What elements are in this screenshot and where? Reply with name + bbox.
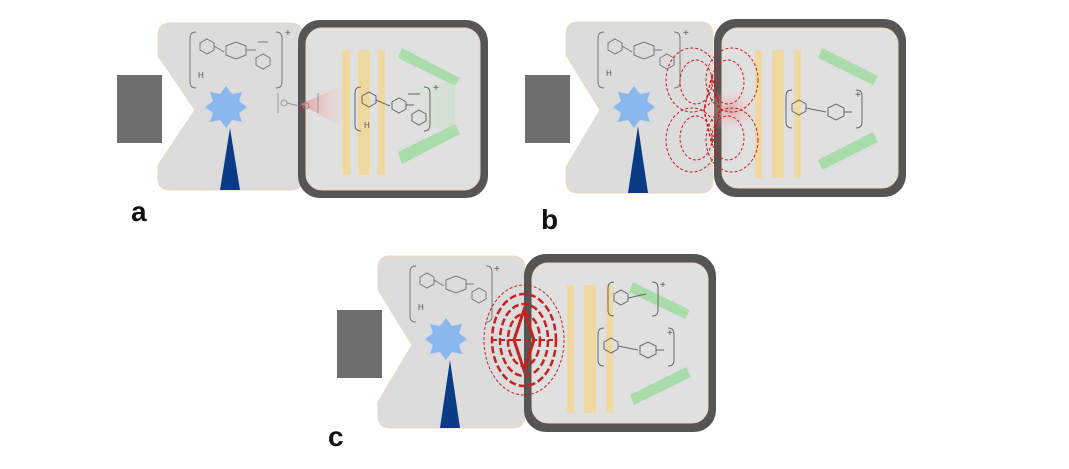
panel-b: H + + b <box>525 19 906 235</box>
field-lines <box>665 47 759 173</box>
lens-bar <box>567 285 574 413</box>
panel-label-b: b <box>541 204 559 235</box>
lens-bar <box>755 50 762 178</box>
panel-label-a: a <box>131 196 147 227</box>
panel-a-diagram: H + H <box>117 20 488 198</box>
source-molecule <box>597 31 681 89</box>
ion-probe <box>117 75 162 143</box>
needle-icon <box>220 128 240 190</box>
spray-star-icon <box>613 86 655 128</box>
panel-a: H + H <box>0 0 520 240</box>
svg-text:+: + <box>433 83 439 94</box>
panel-label-c: c <box>328 421 344 452</box>
source-molecule <box>189 31 283 89</box>
detector-plate <box>398 124 460 164</box>
svg-text:+: + <box>285 28 291 39</box>
mass-analyzer-chamber <box>531 262 709 424</box>
detector-plate <box>629 282 690 319</box>
svg-text:H: H <box>364 121 370 130</box>
panel-b-diagram: H + + <box>525 19 906 197</box>
lens-bar <box>584 285 596 413</box>
svg-text:+: + <box>855 90 861 101</box>
ion-probe <box>525 75 570 143</box>
detector-plate <box>818 132 878 170</box>
ion-beam <box>300 85 345 128</box>
svg-text:H: H <box>418 303 424 312</box>
lens-bar <box>606 285 613 413</box>
ion-probe <box>337 310 382 378</box>
spray-star-icon <box>425 318 467 360</box>
needle-icon <box>628 126 648 193</box>
lens-bar <box>358 50 370 175</box>
svg-text:+: + <box>667 328 673 339</box>
lens-bar <box>378 50 385 175</box>
svg-text:+: + <box>660 280 666 291</box>
svg-text:H: H <box>606 69 612 78</box>
fragment-molecule <box>785 89 863 129</box>
detector-plate <box>398 48 460 86</box>
detector-plate <box>818 48 878 85</box>
lens-bar <box>342 50 350 175</box>
detector-plate <box>630 367 691 405</box>
needle-icon <box>440 360 460 428</box>
fragment-molecule <box>597 327 675 367</box>
source-molecule <box>409 265 493 323</box>
spray-star-icon <box>205 86 247 128</box>
field-lines <box>483 284 565 396</box>
svg-text:H: H <box>198 71 204 80</box>
chamber-molecule <box>354 86 431 132</box>
svg-text:+: + <box>494 264 500 275</box>
svg-text:+: + <box>683 28 689 39</box>
fragment-molecule-small <box>607 281 659 317</box>
lens-bar <box>772 50 784 178</box>
